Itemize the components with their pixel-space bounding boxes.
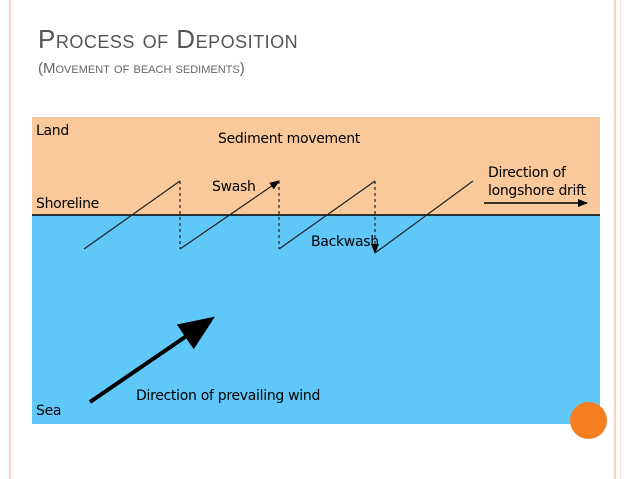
swash-path-2 bbox=[179, 180, 280, 250]
right-border-rule bbox=[614, 0, 616, 479]
land-label: Land bbox=[36, 123, 69, 139]
right-border-rule-secondary bbox=[620, 0, 621, 479]
prevailing-wind-label: Direction of prevailing wind bbox=[136, 388, 321, 404]
land-area bbox=[32, 117, 600, 215]
deposition-diagram: Land Sediment movement Shoreline Swash B… bbox=[32, 117, 600, 424]
swash-path-3 bbox=[278, 180, 376, 250]
left-border-rule bbox=[9, 0, 11, 479]
sediment-movement-label: Sediment movement bbox=[218, 131, 360, 147]
swash-path-4 bbox=[374, 180, 474, 254]
shoreline-label: Shoreline bbox=[36, 196, 99, 212]
diagram-marks bbox=[32, 180, 600, 404]
longshore-drift-label: Direction of longshore drift bbox=[488, 164, 586, 200]
longshore-drift-label-line1: Direction of bbox=[488, 165, 566, 181]
slide-title: Process of Deposition bbox=[38, 24, 299, 54]
slide-subtitle: (Movement of beach sediments) bbox=[38, 60, 245, 77]
longshore-drift-label-line2: longshore drift bbox=[488, 183, 586, 199]
backwash-label: Backwash bbox=[311, 234, 379, 250]
swash-path-1 bbox=[83, 180, 181, 250]
sea-label: Sea bbox=[36, 403, 62, 419]
sea-area bbox=[32, 215, 600, 424]
swash-label: Swash bbox=[212, 179, 256, 195]
prevailing-wind-arrow bbox=[88, 316, 215, 404]
decorative-orange-circle bbox=[570, 402, 607, 439]
